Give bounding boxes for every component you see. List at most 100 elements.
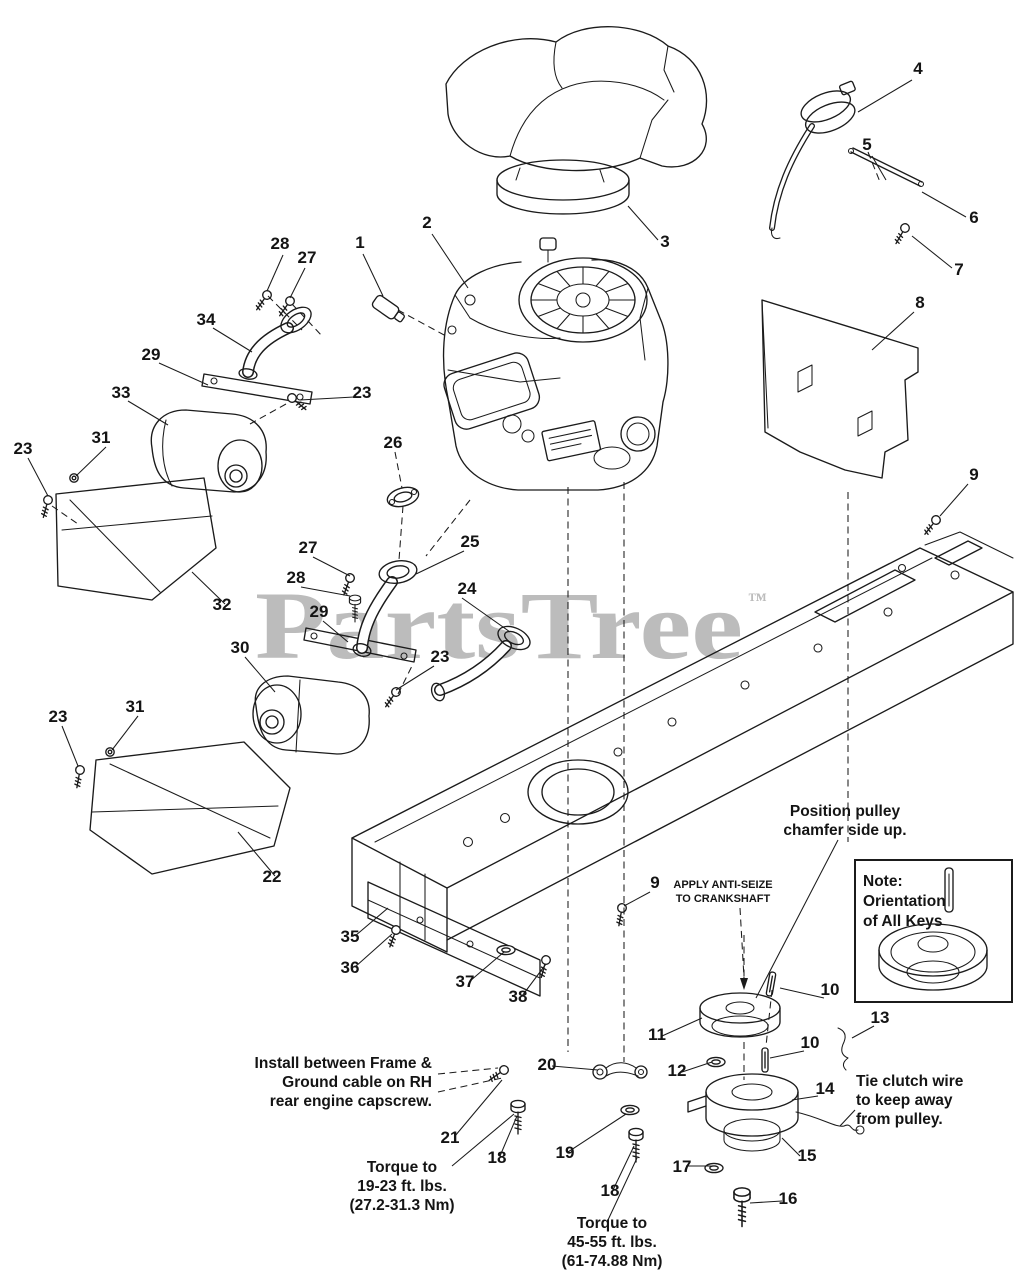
callout-13: 13	[871, 1008, 890, 1027]
callout-27: 27	[299, 538, 318, 557]
annotation-line: Torque to	[367, 1159, 437, 1176]
callout-31: 31	[92, 428, 111, 447]
annotation-line: Install between Frame &	[255, 1055, 432, 1072]
callout-28: 28	[271, 234, 290, 253]
callout-9: 9	[969, 465, 978, 484]
heat-shield-32-drawing	[55, 477, 217, 601]
callout-37: 37	[456, 972, 475, 991]
ground-strap-20-drawing	[592, 1062, 648, 1080]
callout-27: 27	[298, 248, 317, 267]
annotation-line: from pulley.	[856, 1111, 943, 1128]
annotation-line: TO CRANKSHAFT	[676, 893, 771, 905]
note-key-drawing	[944, 867, 954, 913]
annotation-line: 19-23 ft. lbs.	[357, 1178, 447, 1195]
annotation-line: Position pulley	[790, 803, 901, 820]
callout-23: 23	[49, 707, 68, 726]
callout-9: 9	[650, 873, 659, 892]
callout-3: 3	[660, 232, 669, 251]
callout-35: 35	[341, 927, 360, 946]
annotation-line: to keep away	[856, 1092, 953, 1109]
callout-33: 33	[112, 383, 131, 402]
note-line-1: Note:	[863, 873, 903, 890]
annotation-line: Ground cable on RH	[282, 1074, 432, 1091]
exhaust-elbow-25-drawing	[352, 560, 418, 657]
note-pulley-drawing	[878, 923, 988, 991]
exhaust-pipe-34-drawing	[238, 306, 312, 380]
callouts: 28 27 1 2 3 4 5 6 7 34 29 33 23 8 23 31 …	[14, 59, 979, 1208]
callout-10: 10	[821, 980, 840, 999]
callout-23: 23	[431, 647, 450, 666]
leader-lines	[27, 79, 969, 1221]
callout-1: 1	[355, 233, 364, 252]
fitting-1-drawing	[371, 294, 405, 323]
rod-5-drawing	[847, 147, 925, 188]
callout-6: 6	[969, 208, 978, 227]
annotation-line: rear engine capscrew.	[270, 1093, 432, 1110]
frame-drawing	[351, 531, 1014, 997]
callout-10: 10	[801, 1033, 820, 1052]
callout-23: 23	[14, 439, 33, 458]
clip-13-drawing	[837, 1027, 849, 1071]
hardware-glyphs	[38, 221, 943, 1228]
callout-24: 24	[458, 579, 477, 598]
callout-4: 4	[913, 59, 923, 78]
callout-18: 18	[488, 1148, 507, 1167]
callout-38: 38	[509, 987, 528, 1006]
annotation-line: (61-74.88 Nm)	[562, 1253, 663, 1270]
callout-31: 31	[126, 697, 145, 716]
bracket-29-lower-drawing	[303, 627, 417, 663]
callout-30: 30	[231, 638, 250, 657]
muffler-33-drawing	[150, 409, 267, 493]
alignment-lines	[51, 151, 881, 1093]
callout-16: 16	[779, 1189, 798, 1208]
callout-15: 15	[798, 1146, 817, 1165]
watermark-tm: ™	[748, 590, 767, 611]
blower-housing-drawing	[445, 26, 708, 215]
muffler-30-drawing	[252, 675, 370, 755]
annotation-torque-small: Torque to 19-23 ft. lbs. (27.2-31.3 Nm)	[349, 1159, 454, 1214]
callout-7: 7	[954, 260, 963, 279]
watermark: PartsTree ™	[255, 572, 767, 679]
callout-2: 2	[422, 213, 431, 232]
callout-8: 8	[915, 293, 924, 312]
annotation-ground-cable: Install between Frame & Ground cable on …	[255, 1055, 432, 1110]
annotation-tie-clutch: Tie clutch wire to keep away from pulley…	[856, 1073, 964, 1128]
note-box: Note: Orientation of All Keys	[854, 859, 1013, 1003]
annotation-line: chamfer side up.	[783, 822, 906, 839]
callout-29: 29	[142, 345, 161, 364]
annotation-anti-seize: APPLY ANTI-SEIZE TO CRANKSHAFT	[673, 879, 772, 905]
callout-23: 23	[353, 383, 372, 402]
annotation-line: 45-55 ft. lbs.	[567, 1234, 657, 1251]
clutch-14-drawing	[687, 1073, 865, 1152]
exhaust-pipe-24-drawing	[430, 625, 531, 702]
pulley-11-drawing	[699, 992, 781, 1038]
callout-32: 32	[213, 595, 232, 614]
callout-22: 22	[263, 867, 282, 886]
note-line-2: Orientation	[863, 893, 946, 910]
callout-25: 25	[461, 532, 480, 551]
callout-21: 21	[441, 1128, 460, 1147]
arrowhead	[740, 978, 748, 990]
callout-11: 11	[648, 1025, 666, 1044]
callout-5: 5	[862, 135, 871, 154]
annotation-line: (27.2-31.3 Nm)	[349, 1197, 454, 1214]
callout-29: 29	[310, 602, 329, 621]
fuel-valve-drawing	[769, 80, 856, 239]
callout-20: 20	[538, 1055, 557, 1074]
callout-12: 12	[668, 1061, 687, 1080]
annotation-line: APPLY ANTI-SEIZE	[673, 879, 772, 891]
annotation-torque-large: Torque to 45-55 ft. lbs. (61-74.88 Nm)	[562, 1215, 663, 1270]
annotation-line: Tie clutch wire	[856, 1073, 964, 1090]
heat-shield-8-drawing	[761, 299, 919, 479]
callout-34: 34	[197, 310, 216, 329]
callout-14: 14	[816, 1079, 835, 1098]
callout-28: 28	[287, 568, 306, 587]
engine-drawing	[442, 237, 669, 491]
annotation-position-pulley: Position pulley chamfer side up.	[783, 803, 906, 839]
callout-36: 36	[341, 958, 360, 977]
callout-19: 19	[556, 1143, 575, 1162]
callout-17: 17	[673, 1157, 692, 1176]
heat-shield-22-drawing	[89, 741, 291, 875]
